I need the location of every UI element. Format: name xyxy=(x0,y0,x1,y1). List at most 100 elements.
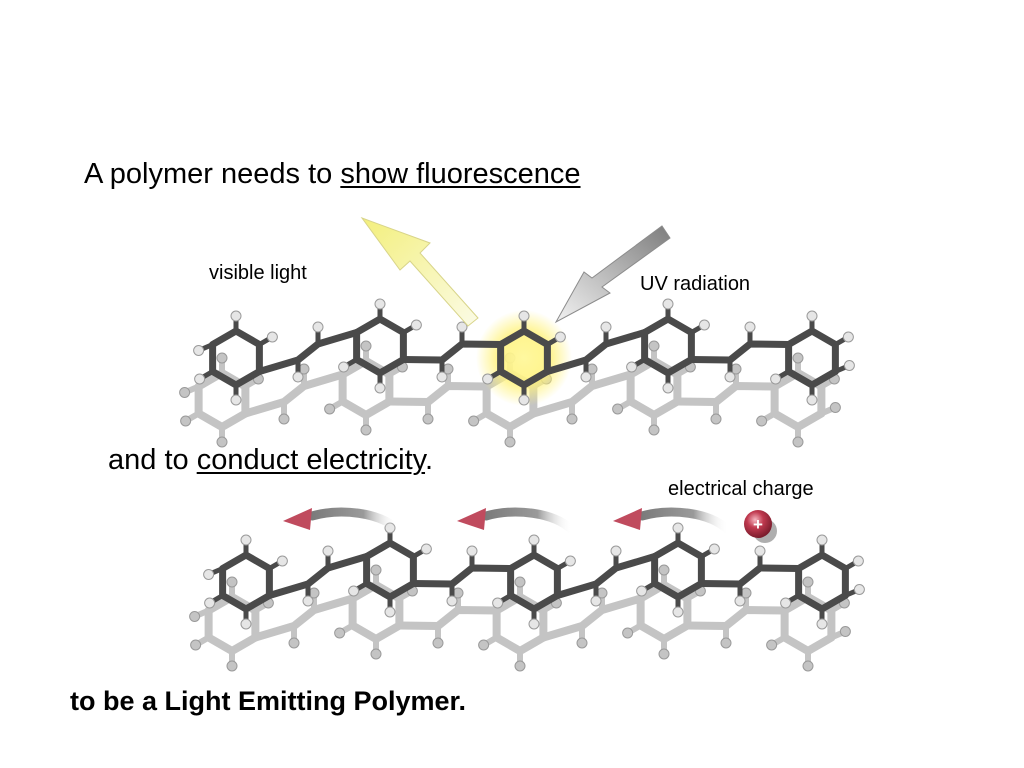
hydrogen-atom xyxy=(816,534,828,546)
hydrogen-atom xyxy=(226,576,238,588)
hydrogen-atom xyxy=(360,424,372,436)
hydrogen-atom xyxy=(576,637,588,649)
uv-radiation-arrow xyxy=(554,225,671,324)
hydrogen-atom xyxy=(292,371,304,383)
heading-fluorescence-prefix: A polymer needs to xyxy=(84,158,341,190)
hydrogen-atom xyxy=(662,298,674,310)
hydrogen-atom xyxy=(384,606,396,618)
vinylene-bond xyxy=(241,370,347,418)
electrical-charge-ball: + xyxy=(744,510,777,543)
hydrogen-atom xyxy=(802,660,814,672)
vinylene-bond xyxy=(687,340,793,364)
hydrogen-atom xyxy=(288,637,300,649)
hydrogen-atom xyxy=(600,321,612,333)
vinylene-bond xyxy=(673,382,779,406)
chain-bonds xyxy=(203,522,865,630)
hydrogen-atom xyxy=(466,545,478,557)
hydrogen-atom xyxy=(710,413,722,425)
hydrogen-atom xyxy=(853,584,865,595)
charge-hop-arrow xyxy=(283,507,403,535)
hydrogen-atom xyxy=(203,569,215,580)
hydrogen-atom xyxy=(766,639,778,651)
hydrogen-atom xyxy=(410,319,422,331)
hydrogen-atom xyxy=(842,331,854,343)
hydrogen-atom xyxy=(302,595,314,607)
chain-shadow xyxy=(189,564,851,672)
hydrogen-atom xyxy=(672,522,684,534)
hydrogen-atom xyxy=(648,424,660,436)
hydrogen-atom xyxy=(528,534,540,546)
hydrogen-atom xyxy=(580,371,592,383)
hydrogen-atom xyxy=(468,415,480,427)
hydrogen-atom xyxy=(420,543,432,555)
hydrogen-atom xyxy=(754,545,766,557)
heading-fluorescence: A polymer needs to show fluorescence xyxy=(84,158,581,191)
hydrogen-atom xyxy=(193,345,205,356)
hydrogen-atom xyxy=(204,597,216,609)
hydrogen-atom xyxy=(322,545,334,557)
hydrogen-atom xyxy=(610,545,622,557)
hydrogen-atom xyxy=(734,595,746,607)
hydrogen-atom xyxy=(492,597,504,609)
vinylene-bond xyxy=(529,370,635,418)
hydrogen-atom xyxy=(636,585,648,597)
hydrogen-atom xyxy=(226,660,238,672)
hydrogen-atom xyxy=(658,564,670,576)
hydrogen-atom xyxy=(370,564,382,576)
hydrogen-atom xyxy=(216,436,228,448)
polymer-chain-conduction xyxy=(189,522,865,672)
hydrogen-atom xyxy=(348,585,360,597)
charge-hop-arrow xyxy=(457,507,577,535)
hydrogen-atom xyxy=(518,310,530,322)
hydrogen-atom xyxy=(422,413,434,425)
hydrogen-atom xyxy=(179,387,191,398)
vinylene-bond xyxy=(409,564,515,588)
electrical-charge-label: electrical charge xyxy=(668,478,814,500)
footer-statement: to be a Light Emitting Polymer. xyxy=(70,686,467,716)
hydrogen-atom xyxy=(514,576,526,588)
hydrogen-atom xyxy=(276,555,288,567)
hydrogen-atom xyxy=(708,543,720,555)
hydrogen-atom xyxy=(829,402,841,413)
hydrogen-atom xyxy=(360,340,372,352)
hydrogen-atom xyxy=(658,648,670,660)
vinylene-bond xyxy=(697,564,803,588)
hydrogen-atom xyxy=(780,597,792,609)
heading-conduction: and to conduct electricity. xyxy=(108,444,433,477)
hydrogen-atom xyxy=(756,415,768,427)
vinylene-bond xyxy=(683,606,789,630)
heading-conduction-prefix: and to xyxy=(108,444,197,476)
hydrogen-atom xyxy=(240,618,252,630)
hydrogen-atom xyxy=(806,310,818,322)
hydrogen-atom xyxy=(792,352,804,364)
vinylene-bond xyxy=(553,553,659,599)
vinylene-bond xyxy=(539,594,645,642)
hydrogen-atom xyxy=(230,310,242,322)
hydrogen-atom xyxy=(806,394,818,406)
hydrogen-atom xyxy=(189,611,201,622)
hydrogen-atom xyxy=(622,627,634,639)
hydrogen-atom xyxy=(843,360,855,371)
hydrogen-atom xyxy=(839,626,851,637)
hydrogen-atom xyxy=(852,555,864,567)
hydrogen-atom xyxy=(770,373,782,385)
hydrogen-atom xyxy=(672,606,684,618)
fluorescence-glow xyxy=(476,310,572,406)
hydrogen-atom xyxy=(566,413,578,425)
hydrogen-atom xyxy=(518,394,530,406)
hydrogen-atom xyxy=(456,321,468,333)
hydrogen-atom xyxy=(432,637,444,649)
hydrogen-atom xyxy=(324,403,336,415)
hydrogen-atom xyxy=(230,394,242,406)
hydrogen-atom xyxy=(724,371,736,383)
hydrogen-atom xyxy=(648,340,660,352)
hydrogen-atom xyxy=(482,373,494,385)
hydrogen-atom xyxy=(504,436,516,448)
polymer-chain-fluorescence xyxy=(179,298,855,448)
visible-light-arrow xyxy=(360,216,479,327)
hydrogen-atom xyxy=(478,639,490,651)
hydrogen-atom xyxy=(194,373,206,385)
hydrogen-atom xyxy=(278,413,290,425)
hydrogen-atom xyxy=(374,298,386,310)
